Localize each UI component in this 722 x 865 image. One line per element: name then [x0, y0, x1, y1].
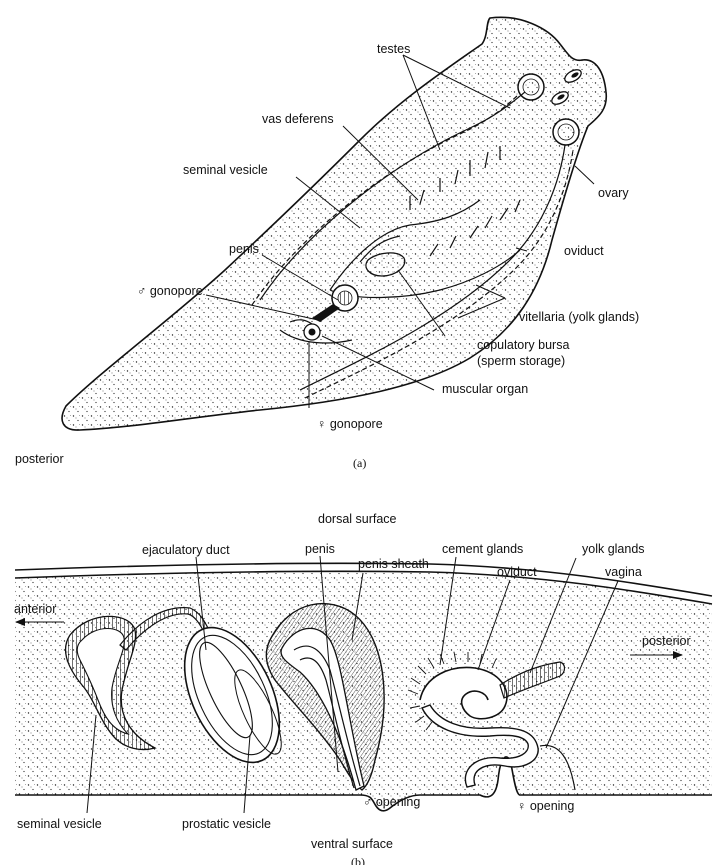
label-penis-a: penis	[229, 242, 259, 256]
label-anterior: anterior	[14, 602, 56, 616]
label-penis-b: penis	[305, 542, 335, 556]
label-posterior-a: posterior	[15, 452, 64, 466]
label-testes: testes	[377, 42, 410, 56]
label-male-gonopore: ♂ gonopore	[137, 284, 203, 298]
vitellaria-upper	[251, 91, 526, 306]
label-muscular-organ: muscular organ	[442, 382, 528, 396]
label-oviduct-a: oviduct	[564, 244, 604, 258]
caption-a: (a)	[353, 456, 366, 470]
vitellaria-lower	[299, 144, 574, 399]
label-cement-glands: cement glands	[442, 542, 523, 556]
label-ejaculatory-duct: ejaculatory duct	[142, 543, 230, 557]
label-seminal-vesicle-a: seminal vesicle	[183, 163, 268, 177]
label-penis-sheath: penis sheath	[358, 557, 429, 571]
label-female-gonopore: ♀ gonopore	[317, 417, 383, 431]
eyespots	[551, 69, 582, 105]
label-prostatic-vesicle: prostatic vesicle	[182, 817, 271, 831]
label-vitellaria: vitellaria (yolk glands)	[519, 310, 639, 324]
label-male-opening: ♂ opening	[363, 795, 420, 809]
caption-b: (b)	[351, 855, 365, 865]
label-vagina: vagina	[605, 565, 642, 579]
label-female-opening: ♀ opening	[517, 799, 574, 813]
label-oviduct-b: oviduct	[497, 565, 537, 579]
penis-a	[312, 284, 359, 322]
label-posterior-b: posterior	[642, 634, 691, 648]
penis-b	[280, 627, 365, 791]
label-sperm-storage: (sperm storage)	[477, 354, 565, 368]
label-ovary: ovary	[598, 186, 629, 200]
ovaries	[517, 73, 580, 146]
copulatory-bursa-a	[365, 252, 406, 277]
prostatic-vesicle-b	[183, 626, 282, 764]
label-copulatory-bursa: copulatory bursa	[477, 338, 569, 352]
cement-glands-b	[407, 651, 508, 731]
label-seminal-vesicle-b: seminal vesicle	[17, 817, 102, 831]
vagina-b	[421, 704, 576, 791]
labels-a: testes vas deferens seminal vesicle ovar…	[15, 42, 639, 470]
leader-lines-b	[86, 555, 619, 814]
yolk-glands-b	[499, 661, 566, 699]
label-vas-deferens: vas deferens	[262, 112, 334, 126]
leader-lines-a	[205, 54, 595, 408]
labels-b: ejaculatory duct penis penis sheath ceme…	[14, 542, 691, 865]
label-dorsal-surface: dorsal surface	[318, 512, 397, 526]
seminal-vesicle-b	[65, 615, 157, 751]
muscular-organ-a	[303, 323, 321, 341]
testes-branches	[409, 146, 521, 257]
genital-atrium	[289, 319, 313, 325]
common-duct	[279, 329, 353, 344]
label-ventral-surface: ventral surface	[311, 837, 393, 851]
flatworm-body-a	[61, 16, 608, 431]
label-yolk-glands: yolk glands	[582, 542, 645, 556]
